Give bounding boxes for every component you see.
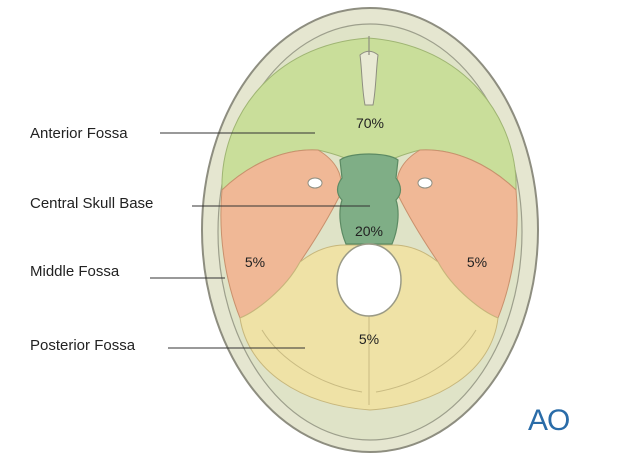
middle-fossa-left-region bbox=[220, 149, 342, 319]
foramen-magnum bbox=[336, 243, 402, 317]
percent-anterior: 70% bbox=[356, 115, 384, 131]
percent-central: 20% bbox=[355, 223, 383, 239]
posterior-fossa-ridge-left bbox=[261, 329, 363, 393]
percent-middle-right: 5% bbox=[467, 254, 487, 270]
optic-foramen-left bbox=[307, 177, 323, 189]
label-posterior-fossa: Posterior Fossa bbox=[30, 337, 136, 354]
label-anterior-fossa: Anterior Fossa bbox=[30, 125, 128, 142]
ao-logo: AO bbox=[528, 404, 569, 437]
middle-fossa-right-region bbox=[396, 149, 518, 319]
optic-foramen-right bbox=[417, 177, 433, 189]
label-middle-fossa: Middle Fossa bbox=[30, 263, 120, 280]
percent-middle-left: 5% bbox=[245, 254, 265, 270]
percent-posterior: 5% bbox=[359, 331, 379, 347]
central-skull-base-region bbox=[336, 153, 402, 245]
posterior-fossa-ridge-right bbox=[375, 329, 477, 393]
label-central-skull-base: Central Skull Base bbox=[30, 195, 153, 212]
